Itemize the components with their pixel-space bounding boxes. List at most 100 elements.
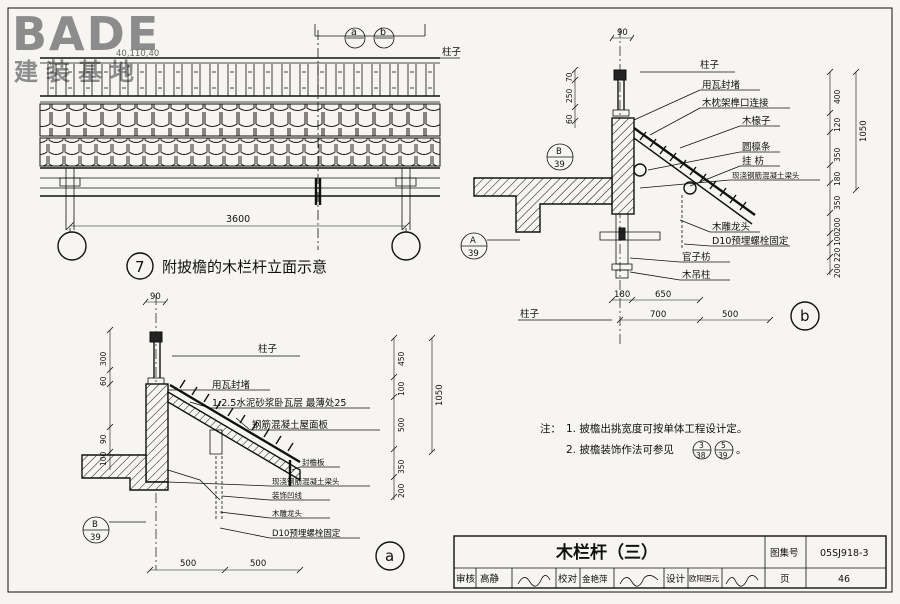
elevation-column-label: 柱子 [442, 46, 462, 58]
logo-code: 40,110,40 [116, 49, 159, 59]
notes: 注： 1. 披檐出挑宽度可按单体工程设计定。 2. 披檐装饰作法可参见 3 38… [540, 422, 747, 460]
detail-b-callout-8: D10预埋螺栓固定 [712, 235, 789, 247]
sheet-border [7, 7, 893, 593]
round-purlin-2 [683, 181, 697, 195]
detail-a-right-dim-5: 200 [397, 483, 406, 498]
detail-a-bottom-dim-2: 500 [250, 559, 266, 569]
detail-b-ref-top-den: 39 [554, 160, 565, 170]
detail-b-callout-5: 挂 枋 [742, 155, 765, 167]
note-ref-1-num: 3 [699, 441, 704, 450]
detail-b-callout-3: 木椽子 [742, 115, 771, 127]
detail-b-right-dim-6: 200 [833, 217, 842, 232]
atlas-label: 图集号 [770, 547, 799, 559]
checker-signature [619, 575, 659, 587]
designer-signature [725, 575, 759, 587]
page-label: 页 [780, 574, 790, 585]
drawing-title: 木栏杆（三） [555, 542, 658, 563]
detail-b-right-dim-2: 120 [833, 117, 842, 132]
detail-a-right-dim-3: 500 [397, 417, 406, 432]
review-label: 审核 [456, 573, 476, 585]
detail-a-ref-den: 39 [90, 533, 101, 543]
detail-a-callout-2: 1:2.5水泥砂浆卧瓦层 最薄处25 [212, 397, 346, 409]
check-label: 校对 [558, 573, 578, 585]
detail-b-right-dim-8: 220 [833, 247, 842, 262]
detail-a-id: a [385, 547, 394, 565]
tile-row-lower [39, 137, 441, 167]
detail-b-callout-7: 木雕龙头 [712, 221, 750, 233]
detail-b-column-label-top: 柱子 [700, 59, 720, 71]
detail-b-bottom-dim-3: 700 [650, 310, 666, 320]
detail-b-right-dim-9: 200 [833, 263, 842, 278]
note-2-end: 。 [736, 444, 747, 456]
design-label: 设计 [666, 573, 686, 585]
atlas-number: 05SJ918-3 [820, 548, 869, 559]
reviewer-name: 高静 [480, 573, 500, 585]
detail-b-left-dim-3: 60 [565, 114, 574, 124]
detail-a-right-dim-1: 450 [397, 351, 406, 366]
detail-b-right-dim-3: 350 [833, 147, 842, 162]
detail-a-top-dim: 90 [150, 292, 161, 302]
detail-b-callout-9: 官子枋 [682, 251, 711, 263]
section-marker-b [373, 27, 395, 49]
baluster-row [47, 64, 435, 96]
detail-b-ref-top-num: B [556, 147, 562, 157]
note-ref-1-den: 38 [696, 451, 706, 460]
elevation-caption: 附披檐的木栏杆立面示意 [162, 258, 327, 276]
detail-b-ref-left-den: 39 [468, 249, 479, 259]
column-right [401, 168, 411, 230]
grid-bubble-right [391, 231, 421, 261]
detail-b-callout-2: 木枕架榫口连接 [702, 97, 769, 109]
detail-a-right-dim-4: 350 [397, 459, 406, 474]
detail-a-column-label: 柱子 [258, 343, 278, 355]
detail-b-bottom-dim-4: 500 [722, 310, 738, 320]
detail-a-callout-1: 用瓦封堵 [212, 379, 251, 391]
detail-a-left-dim-2: 60 [99, 376, 108, 386]
detail-b-right-dim-5: 350 [833, 195, 842, 210]
detail-a: 90 柱子 B 39 300 60 90 1 [81, 292, 445, 574]
checker-name: 金艳萍 [582, 574, 608, 585]
detail-a-ref-num: B [92, 520, 98, 530]
detail-b-callout-4: 圆檩条 [742, 141, 771, 153]
note-2-text: 2. 披檐装饰作法可参见 [566, 443, 674, 456]
section-a-label: a [351, 27, 357, 38]
elevation-view: a b 柱子 3600 7 附披檐的木栏杆立面示意 [39, 24, 462, 280]
detail-b-callout-6: 现浇钢筋混凝土梁头 [732, 170, 800, 180]
detail-a-bottom-dim-1: 500 [180, 559, 196, 569]
detail-b-id: b [800, 307, 810, 325]
detail-a-callout-3: 钢筋混凝土屋面板 [252, 419, 329, 431]
elevation-width-dim: 3600 [226, 214, 250, 225]
round-purlin-1 [633, 163, 647, 177]
detail-b-right-dim-4: 180 [833, 171, 842, 186]
detail-b-column-label-bottom: 柱子 [520, 308, 540, 320]
logo-brand: BADE [12, 7, 160, 61]
detail-a-left-dim-1: 300 [99, 351, 108, 366]
note-ref-2-den: 39 [718, 451, 728, 460]
detail-a-id-circle [375, 541, 405, 571]
detail-b: 90 柱子 B 39 [460, 28, 869, 345]
drawing-number-circle [126, 252, 154, 280]
detail-b-callout-10: 木吊柱 [682, 269, 711, 281]
detail-a-callout-6: 装饰凹线 [272, 490, 302, 500]
drawing-number: 7 [135, 258, 145, 276]
note-1: 1. 披檐出挑宽度可按单体工程设计定。 [566, 422, 747, 435]
detail-a-right-dim-2: 100 [397, 381, 406, 396]
detail-b-bottom-dim-1: 180 [614, 290, 630, 300]
detail-b-bottom-dim-2: 650 [655, 290, 671, 300]
designer-name: 欧阳国元 [689, 573, 719, 583]
section-marker-a [344, 27, 366, 49]
page-number: 46 [838, 574, 850, 585]
notes-prefix: 注： [540, 422, 561, 435]
detail-b-left-dim-1: 70 [565, 72, 574, 82]
column-left [65, 168, 75, 230]
detail-b-right-dim-1: 400 [833, 89, 842, 104]
detail-a-callout-5: 现浇钢筋混凝土梁头 [272, 476, 340, 486]
detail-b-ref-left-num: A [470, 236, 476, 246]
detail-a-callout-4: 封檐板 [302, 457, 325, 467]
detail-b-id-circle [790, 301, 820, 331]
detail-b-top-dim: 90 [617, 28, 628, 38]
detail-b-right-dim-7: 100 [833, 231, 842, 246]
detail-a-total-dim: 1050 [435, 384, 445, 406]
detail-b-total-dim: 1050 [859, 120, 869, 142]
